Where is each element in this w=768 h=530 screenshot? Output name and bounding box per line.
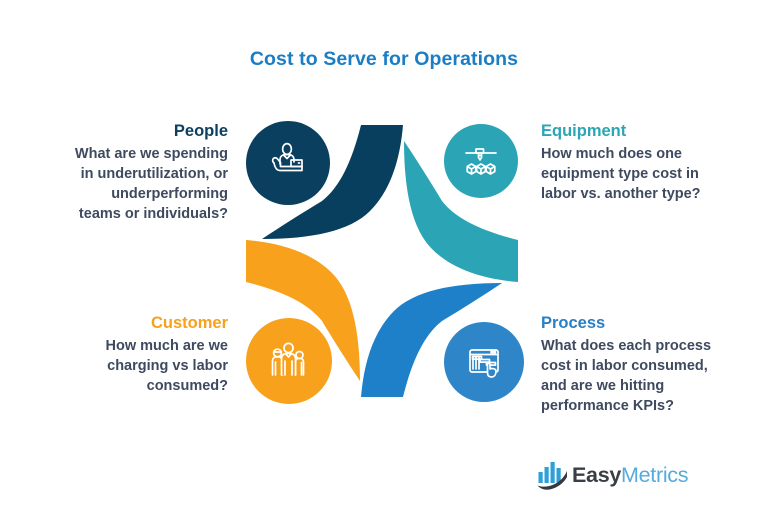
- robotic-arm-cubes-icon: [465, 148, 497, 175]
- page-title: Cost to Serve for Operations: [249, 48, 519, 70]
- pinwheel-blade-left: [246, 240, 360, 381]
- process-icon-circle: [444, 322, 524, 402]
- pinwheel-blade-bottom: [361, 283, 502, 397]
- logo-wordmark: EasyMetrics: [572, 458, 689, 492]
- bar-chart-swoosh-icon: [537, 461, 567, 490]
- person-in-hand-icon: [271, 142, 303, 172]
- logo-easy-text: Easy: [572, 463, 622, 487]
- customer-heading: Customer: [150, 314, 228, 332]
- people-heading: People: [173, 122, 228, 140]
- people-icon-circle: [246, 121, 330, 205]
- pinwheel-blade-right: [404, 141, 518, 282]
- process-heading: Process: [541, 314, 606, 332]
- logo-swoosh: [537, 470, 567, 490]
- people-group-icon: [271, 342, 305, 376]
- pinwheel-blade-top: [262, 125, 403, 239]
- pinwheel-diagram: [246, 121, 524, 404]
- dashboard-pointer-icon: [469, 349, 499, 378]
- easymetrics-logo: EasyMetrics: [537, 458, 689, 492]
- logo-metrics-text: Metrics: [621, 463, 689, 487]
- equipment-icon-circle: [444, 124, 518, 198]
- customer-icon-circle: [246, 318, 332, 404]
- equipment-heading: Equipment: [541, 122, 627, 140]
